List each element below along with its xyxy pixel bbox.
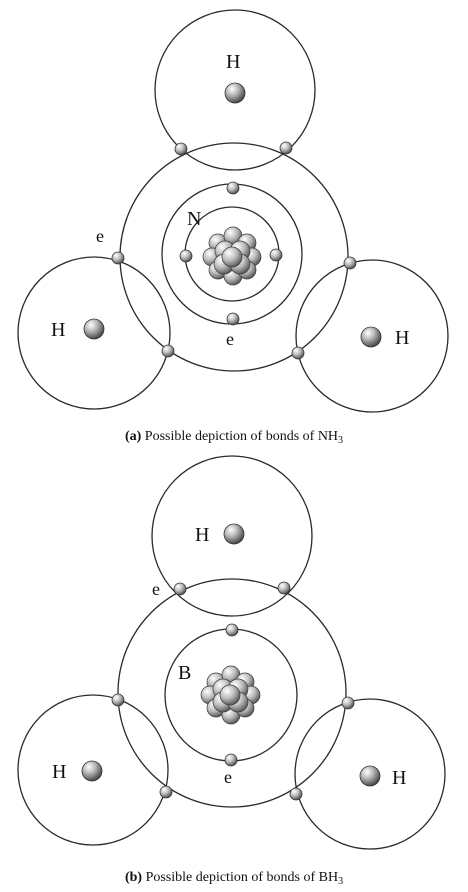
electron [226, 181, 240, 195]
hydrogen-label-top: H [226, 51, 240, 73]
hydrogen-nucleus-right [360, 326, 382, 348]
caption-b: (b) Possible depiction of bonds of BH3 [125, 870, 343, 887]
hydrogen-top-orbit [154, 9, 316, 171]
hydrogen-left-orbit [17, 256, 171, 410]
electron [277, 581, 291, 595]
panel-b-bh3: H H H B e e (b) Possible depiction of bo… [17, 455, 446, 887]
electron [161, 344, 175, 358]
electron [111, 251, 125, 265]
hydrogen-nucleus-left [81, 760, 103, 782]
electron-label: e [96, 226, 104, 246]
hydrogen-left-orbit [17, 694, 169, 846]
electron-label: e [226, 329, 234, 349]
boron-outer-shell [117, 578, 347, 808]
electron [291, 346, 305, 360]
electron [279, 141, 293, 155]
hydrogen-label-left: H [51, 319, 65, 341]
electron [269, 248, 283, 262]
electron [341, 696, 355, 710]
electron [111, 693, 125, 707]
hydrogen-label-right: H [392, 767, 406, 789]
electron [159, 785, 173, 799]
electrons-panel-b [111, 581, 355, 801]
electron [289, 787, 303, 801]
panel-a-nh3: H H H N e e (a) Possible depiction of bo… [17, 9, 449, 446]
nucleus-label-n: N [187, 208, 201, 230]
hydrogen-nucleus-top [223, 523, 245, 545]
nucleus-label-b: B [178, 662, 191, 684]
hydrogen-right-orbit [295, 259, 449, 413]
electron [173, 582, 187, 596]
hydrogen-nucleus-top [224, 82, 246, 104]
electron [343, 256, 357, 270]
electron [224, 753, 238, 767]
electron-label: e [224, 767, 232, 787]
hydrogen-label-top: H [195, 524, 209, 546]
hydrogen-label-left: H [52, 761, 66, 783]
electron [174, 142, 188, 156]
boron-nucleus [200, 665, 261, 725]
nitrogen-nucleus [202, 226, 262, 286]
electron [225, 623, 239, 637]
caption-a: (a) Possible depiction of bonds of NH3 [125, 429, 343, 446]
hydrogen-nucleus-right [359, 765, 381, 787]
hydrogen-top-orbit [151, 455, 313, 617]
electron [226, 312, 240, 326]
electron [179, 249, 193, 263]
hydrogen-right-orbit [294, 698, 446, 850]
electrons-panel-a [111, 141, 357, 360]
electron-label: e [152, 579, 160, 599]
hydrogen-nucleus-left [83, 318, 105, 340]
hydrogen-label-right: H [395, 327, 409, 349]
